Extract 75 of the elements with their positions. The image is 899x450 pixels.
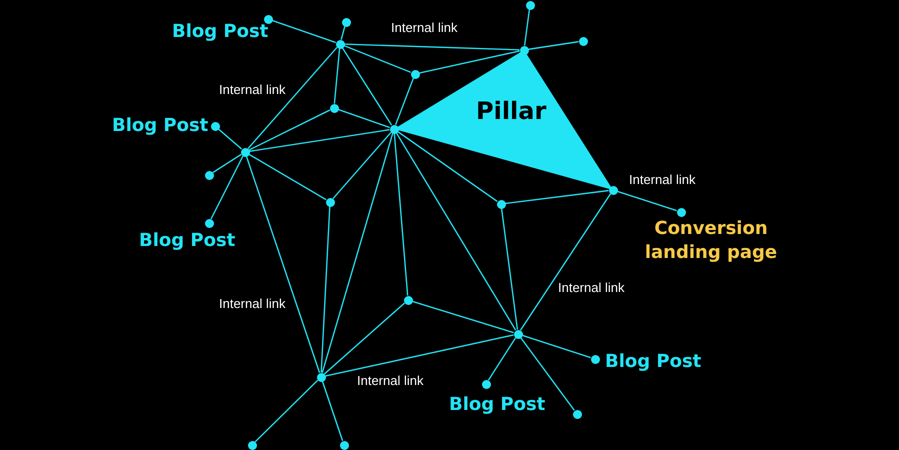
link-label: Internal link	[357, 373, 424, 388]
link-line	[340, 26, 346, 40]
network-dot	[240, 148, 250, 156]
network-dot	[204, 218, 214, 228]
network-dot	[590, 354, 600, 364]
link-label: Internal link	[558, 280, 624, 295]
link-line	[218, 128, 242, 150]
link-label: Internal link	[219, 296, 286, 311]
link-line	[248, 109, 330, 151]
network-dot	[676, 208, 686, 216]
link-line	[212, 154, 242, 174]
link-line	[394, 133, 408, 296]
link-label: Internal link	[219, 82, 286, 97]
link-label: Internal link	[629, 172, 696, 187]
link-line	[522, 334, 591, 358]
link-line	[395, 78, 414, 126]
network-dot	[578, 36, 588, 46]
link-line	[505, 190, 609, 204]
network-dot	[526, 0, 534, 10]
network-dot	[608, 186, 618, 194]
network-dot	[390, 124, 398, 134]
network-dot	[520, 46, 528, 54]
node-caption: Blog Post	[172, 20, 268, 44]
link-line	[524, 9, 530, 46]
link-line	[419, 50, 520, 74]
network-dot	[326, 198, 334, 206]
link-line	[342, 47, 392, 126]
network-dot	[316, 372, 326, 382]
link-line	[249, 129, 390, 152]
link-line	[412, 300, 514, 334]
network-dot	[210, 122, 220, 130]
link-line	[246, 156, 320, 373]
link-line	[334, 48, 340, 104]
link-line	[248, 154, 326, 200]
link-line	[320, 206, 330, 373]
link-line	[332, 132, 392, 200]
link-line	[528, 41, 579, 50]
link-line	[324, 302, 406, 374]
network-dot	[342, 18, 350, 26]
link-line	[322, 133, 394, 373]
network-dot	[264, 14, 272, 24]
network-dot	[404, 296, 412, 304]
link-line	[396, 132, 516, 330]
network-dot	[496, 200, 506, 208]
link-line	[488, 337, 516, 381]
link-line	[325, 334, 514, 377]
node-caption: Conversion landing page	[644, 217, 778, 266]
pillar-label: Pillar	[476, 97, 546, 125]
network-dot	[336, 40, 344, 48]
network-dot	[248, 440, 256, 450]
node-caption: Blog Post	[449, 393, 546, 417]
network-dot	[330, 104, 338, 112]
link-line	[344, 45, 412, 73]
network-dot	[340, 440, 348, 450]
network-dot	[204, 170, 214, 180]
node-caption: Blog Post	[605, 350, 702, 374]
link-label: Internal link	[391, 20, 458, 35]
link-line	[322, 381, 344, 441]
link-line	[247, 46, 338, 150]
link-line	[254, 380, 318, 442]
network-dot	[410, 70, 420, 78]
link-line	[344, 44, 520, 50]
link-line	[500, 208, 518, 330]
link-line	[338, 108, 390, 128]
link-line	[397, 131, 498, 202]
node-caption: Blog Post	[139, 229, 236, 253]
network-dot	[482, 380, 490, 388]
link-line	[272, 20, 336, 44]
node-caption: Blog Post	[112, 114, 208, 138]
link-line	[520, 337, 575, 411]
network-dot	[572, 410, 582, 418]
link-line	[520, 193, 612, 331]
network-dot	[514, 330, 522, 338]
link-line	[210, 156, 244, 220]
link-line	[617, 190, 677, 212]
